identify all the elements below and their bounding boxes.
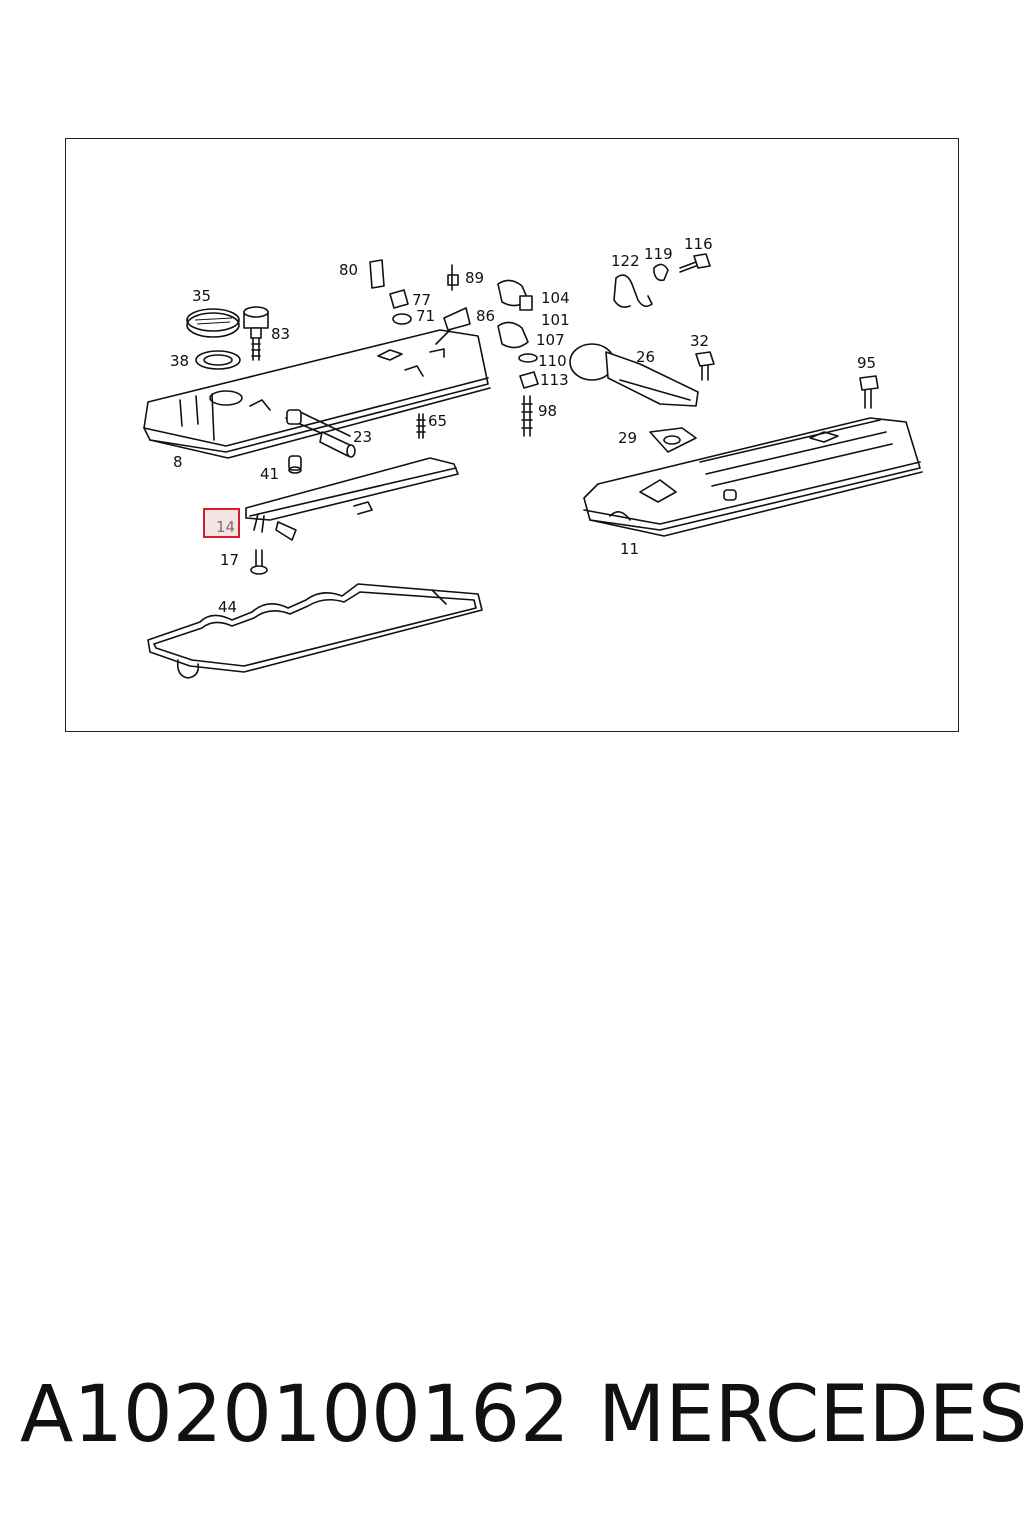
gasket-29 xyxy=(649,427,697,453)
callout-32: 32 xyxy=(690,332,709,350)
callout-71: 71 xyxy=(416,307,435,325)
seal-ring xyxy=(195,350,241,370)
valve-cover-left xyxy=(143,329,491,459)
bracket-86 xyxy=(435,307,471,345)
clamp-122 xyxy=(613,274,653,308)
callout-107: 107 xyxy=(536,331,565,349)
callout-44: 44 xyxy=(218,598,237,616)
highlight-box xyxy=(203,508,240,538)
callout-14: 14 xyxy=(216,518,235,536)
callout-104: 104 xyxy=(541,289,570,307)
screw-17 xyxy=(250,549,268,575)
brand-name: MERCEDES xyxy=(598,1370,1024,1460)
bolt-32 xyxy=(695,351,715,381)
callout-119: 119 xyxy=(644,245,673,263)
valve-cover-right xyxy=(583,417,923,537)
callout-83: 83 xyxy=(271,325,290,343)
callout-98: 98 xyxy=(538,402,557,420)
callout-77: 77 xyxy=(412,291,431,309)
callout-11: 11 xyxy=(620,540,639,558)
caption: A1020100162 MERCEDES xyxy=(0,1370,1024,1470)
spacer-80 xyxy=(369,259,385,289)
bolt-89 xyxy=(447,264,459,291)
stud-65 xyxy=(416,413,426,439)
callout-116: 116 xyxy=(684,235,713,253)
nut-77 xyxy=(389,289,409,309)
callout-23: 23 xyxy=(353,428,372,446)
diagram-frame xyxy=(65,138,959,732)
callout-8: 8 xyxy=(173,453,183,471)
callout-38: 38 xyxy=(170,352,189,370)
callout-113: 113 xyxy=(540,371,569,389)
callout-86: 86 xyxy=(476,307,495,325)
clip-119 xyxy=(653,263,669,282)
callout-101: 101 xyxy=(541,311,570,329)
callout-110: 110 xyxy=(538,352,567,370)
callout-29: 29 xyxy=(618,429,637,447)
callout-95: 95 xyxy=(857,354,876,372)
plug-41 xyxy=(288,455,302,474)
callout-89: 89 xyxy=(465,269,484,287)
callout-80: 80 xyxy=(339,261,358,279)
oil-filler-cap xyxy=(186,308,240,338)
bolt-95 xyxy=(859,375,879,409)
callout-122: 122 xyxy=(611,252,640,270)
callout-17: 17 xyxy=(220,551,239,569)
bolt-116 xyxy=(679,253,711,273)
grommet-stack xyxy=(497,279,539,437)
callout-35: 35 xyxy=(192,287,211,305)
washer-71 xyxy=(392,313,412,325)
callout-labels: 80 89 77 71 86 104 101 107 110 113 98 12… xyxy=(170,235,876,616)
oil-deflector-14 xyxy=(245,457,459,541)
part-number: A1020100162 xyxy=(20,1370,570,1460)
bolt-83 xyxy=(243,306,269,361)
callout-26: 26 xyxy=(636,348,655,366)
valve-cover-gasket xyxy=(147,583,483,679)
breather-hose xyxy=(569,343,699,407)
callout-41: 41 xyxy=(260,465,279,483)
callout-65: 65 xyxy=(428,412,447,430)
